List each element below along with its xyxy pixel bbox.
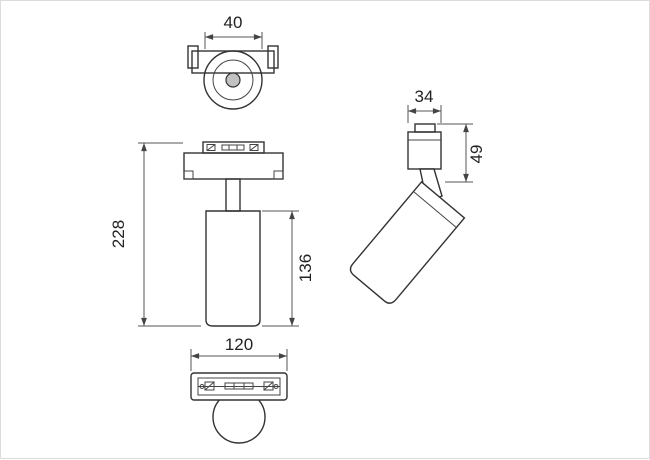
dim-label-top-width: 40 [224,13,243,32]
bottom-contact-right [263,381,274,391]
bottom-screw-left [199,384,205,389]
front-stem [225,178,241,212]
front-connector-contact-left [206,144,216,151]
front-view [183,141,284,327]
side-view [349,123,466,304]
hatch-line [249,144,259,151]
dim-top-width: 40 [204,13,263,49]
top-view-left-tab [187,45,199,69]
bottom-contact-center [224,382,254,390]
front-connector-contact-center [221,144,245,151]
front-adapter-endcap-right [273,170,284,180]
dim-label-base-width: 120 [225,335,253,354]
hatch-line [204,381,215,391]
bottom-screw-right [273,384,279,389]
top-view-bracket [191,50,275,74]
hatch-line [263,381,274,391]
side-cylinder-ring-line [413,191,457,228]
front-adapter-body [183,152,284,180]
dim-adapter-height: 49 [437,123,486,183]
dim-body-height: 136 [262,210,315,327]
front-connector-contact-right [249,144,259,151]
front-track-connector [202,141,265,154]
dim-label-overall-height: 228 [109,220,128,248]
bottom-contact-left [204,381,215,391]
front-cylinder-body [205,210,261,327]
top-view [187,45,279,110]
dim-label-body-height: 136 [296,254,315,282]
side-adapter-plate [414,123,436,133]
side-cylinder-group [349,180,466,304]
side-adapter-body [407,131,442,170]
top-view-lens-outer-circle [203,50,263,110]
top-view-lens-center-dot [225,72,241,88]
dim-adapter-width: 34 [407,87,442,123]
dim-overall-height: 228 [109,142,201,327]
bottom-view [190,372,288,444]
dim-label-adapter-width: 34 [415,87,434,106]
side-cylinder-body [349,180,466,304]
front-adapter-endcap-left [183,170,194,180]
dim-label-adapter-height: 49 [467,145,486,164]
top-view-right-tab [267,45,279,69]
hatch-line [206,144,216,151]
top-view-lens-inner-circle [212,59,254,101]
dim-base-width: 120 [190,335,288,371]
